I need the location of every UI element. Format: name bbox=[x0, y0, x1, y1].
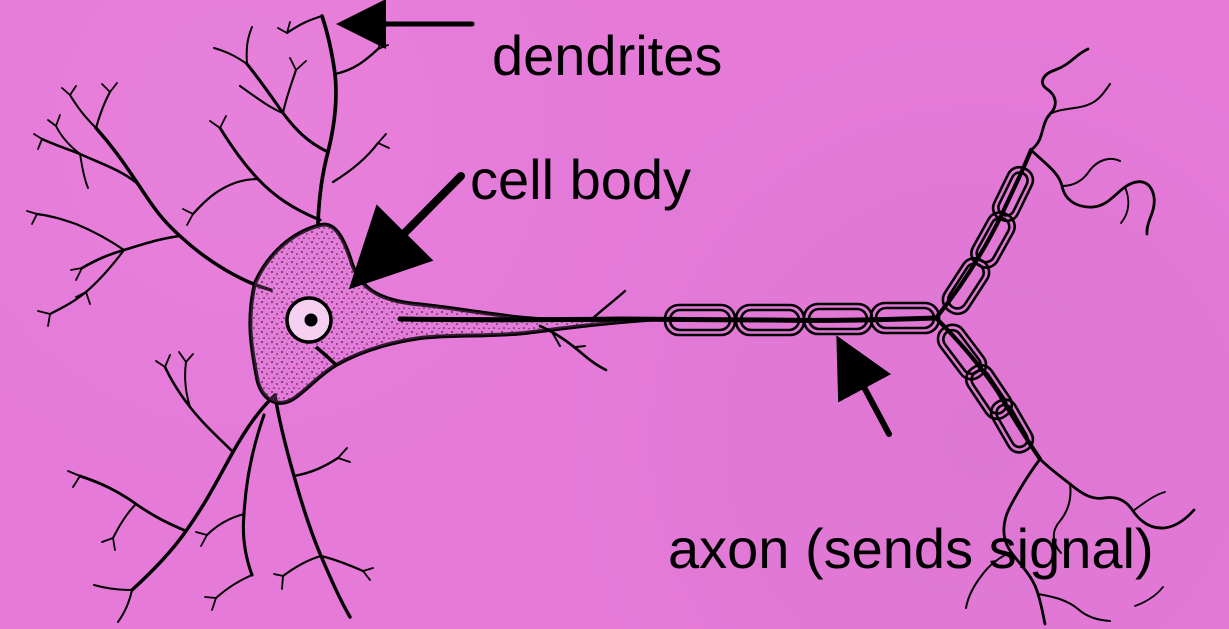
myelin-segment-lower-2 bbox=[961, 360, 1017, 424]
nucleolus bbox=[305, 314, 318, 327]
cell-body-pointer-line bbox=[360, 176, 461, 278]
myelin-sheaths bbox=[665, 163, 1037, 457]
dendrites-label: dendrites bbox=[492, 28, 722, 84]
cell-body-label: cell body bbox=[470, 152, 691, 208]
axon-pointer-line bbox=[842, 346, 889, 434]
axon-label: axon (sends signal) bbox=[668, 521, 1154, 577]
myelin-segment-lower-1 bbox=[933, 320, 991, 385]
myelin-segment-upper-2 bbox=[967, 208, 1020, 272]
